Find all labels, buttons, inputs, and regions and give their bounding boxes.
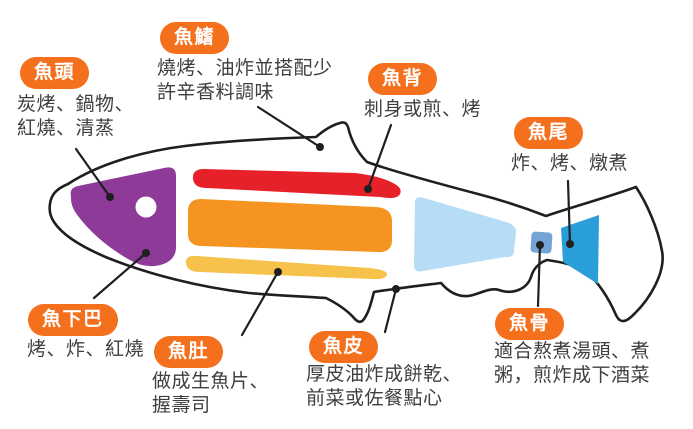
callout-line-bone xyxy=(536,243,542,308)
callout-dot-back xyxy=(364,185,372,193)
badge-fish-belly: 魚肚 xyxy=(154,336,224,368)
desc-fish-tail: 炸、烤、燉煮 xyxy=(511,153,629,174)
callout-line-jaw xyxy=(92,251,148,300)
callout-line-head xyxy=(74,147,112,199)
callout-line-tail xyxy=(566,179,572,246)
fish-head-region xyxy=(70,167,176,267)
badge-fish-back: 魚背 xyxy=(368,63,438,95)
desc-fish-back: 刺身或煎、烤 xyxy=(364,99,482,120)
callout-dot-fin xyxy=(316,143,324,151)
fish-belly-region xyxy=(185,255,387,280)
fish-back-region xyxy=(192,169,401,198)
desc-fish-fin: 燒烤、油炸並搭配少 許辛香料調味 xyxy=(157,58,333,103)
badge-fish-bone: 魚骨 xyxy=(495,308,565,340)
callout-line-fin xyxy=(256,105,322,149)
callout-line-belly xyxy=(240,270,280,337)
callout-dot-tail xyxy=(566,240,574,248)
fish-eye xyxy=(135,196,157,218)
fish-rear-region xyxy=(414,197,516,272)
badge-fish-jaw: 魚下巴 xyxy=(28,304,118,336)
desc-fish-bone: 適合熬煮湯頭、煮 粥，煎炸成下酒菜 xyxy=(494,341,651,386)
callout-dots xyxy=(106,143,574,293)
callout-lines xyxy=(74,105,572,337)
badge-fish-tail: 魚尾 xyxy=(514,117,584,149)
desc-fish-skin: 厚皮油炸成餅乾、 前菜或佐餐點心 xyxy=(306,364,463,409)
desc-fish-belly: 做成生魚片、 握壽司 xyxy=(152,371,270,416)
callout-dot-jaw xyxy=(142,249,150,257)
badge-fish-head: 魚頭 xyxy=(20,57,90,89)
desc-fish-jaw: 烤、炸、紅燒 xyxy=(27,339,145,360)
callout-dot-head xyxy=(106,193,114,201)
callout-line-back xyxy=(366,123,393,191)
callout-line-skin xyxy=(383,287,398,334)
fish-body-region xyxy=(188,199,392,253)
badge-fish-skin: 魚皮 xyxy=(309,331,379,363)
callout-dot-bone xyxy=(536,241,544,249)
callout-dot-skin xyxy=(392,285,400,293)
badge-fish-fin: 魚鰭 xyxy=(160,22,230,54)
callout-dot-belly xyxy=(274,268,282,276)
desc-fish-head: 炭烤、鍋物、 紅燒、清蒸 xyxy=(17,94,135,139)
